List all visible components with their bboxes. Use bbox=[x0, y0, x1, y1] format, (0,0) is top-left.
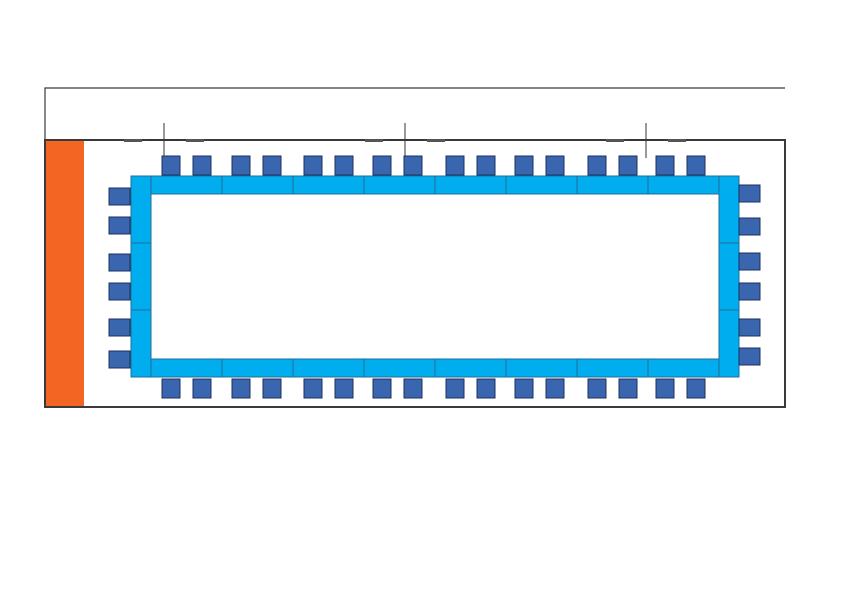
chair-bottom bbox=[403, 378, 423, 399]
chair-bottom bbox=[161, 378, 181, 399]
chair-left bbox=[108, 253, 131, 272]
table-top-segment bbox=[434, 175, 507, 195]
ceiling-light-3 bbox=[606, 123, 686, 158]
chair-left bbox=[108, 318, 131, 337]
chair-bottom bbox=[372, 378, 392, 399]
chair-top bbox=[231, 155, 251, 176]
chair-right bbox=[738, 184, 761, 203]
chair-left bbox=[108, 282, 131, 301]
table-bottom-segment bbox=[647, 358, 720, 378]
chair-bottom bbox=[686, 378, 706, 399]
chair-top bbox=[655, 155, 675, 176]
chair-top bbox=[445, 155, 465, 176]
table-top-segment bbox=[221, 175, 294, 195]
chair-top bbox=[303, 155, 323, 176]
accent-wall bbox=[46, 141, 84, 406]
chair-right bbox=[738, 347, 761, 366]
chair-bottom bbox=[476, 378, 496, 399]
table-left-segment bbox=[130, 242, 152, 311]
chair-top bbox=[161, 155, 181, 176]
table-top-segment bbox=[647, 175, 720, 195]
chair-bottom bbox=[231, 378, 251, 399]
table-right-segment bbox=[718, 175, 740, 244]
table-top-segment bbox=[292, 175, 365, 195]
table-bottom-segment bbox=[434, 358, 507, 378]
chair-bottom bbox=[655, 378, 675, 399]
chair-left bbox=[108, 216, 131, 235]
chair-bottom bbox=[587, 378, 607, 399]
table-top-segment bbox=[363, 175, 436, 195]
chair-right bbox=[738, 252, 761, 271]
table-left-segment bbox=[130, 309, 152, 378]
table-right-segment bbox=[718, 309, 740, 378]
table-bottom-segment bbox=[292, 358, 365, 378]
chair-top bbox=[476, 155, 496, 176]
chair-bottom bbox=[514, 378, 534, 399]
chair-bottom bbox=[303, 378, 323, 399]
chair-top bbox=[334, 155, 354, 176]
chair-right bbox=[738, 282, 761, 301]
chair-top bbox=[545, 155, 565, 176]
conference-tables bbox=[130, 175, 740, 378]
chair-top bbox=[618, 155, 638, 176]
chair-bottom bbox=[334, 378, 354, 399]
chair-top bbox=[372, 155, 392, 176]
chair-top bbox=[587, 155, 607, 176]
chair-top bbox=[262, 155, 282, 176]
table-bottom-segment bbox=[150, 358, 223, 378]
chair-bottom bbox=[618, 378, 638, 399]
ceiling-light-1 bbox=[124, 123, 204, 158]
table-bottom-segment bbox=[576, 358, 649, 378]
table-left-segment bbox=[130, 175, 152, 244]
table-bottom-segment bbox=[221, 358, 294, 378]
ceiling-light-2 bbox=[365, 123, 445, 158]
table-top-segment bbox=[505, 175, 578, 195]
table-top-segment bbox=[576, 175, 649, 195]
chair-bottom bbox=[445, 378, 465, 399]
chair-right bbox=[738, 217, 761, 236]
table-right-segment bbox=[718, 242, 740, 311]
table-top-segment bbox=[150, 175, 223, 195]
upper-room-outline bbox=[44, 87, 785, 141]
chair-bottom bbox=[262, 378, 282, 399]
chair-top bbox=[192, 155, 212, 176]
chair-bottom bbox=[192, 378, 212, 399]
chair-top bbox=[514, 155, 534, 176]
chair-left bbox=[108, 350, 131, 369]
chair-top bbox=[686, 155, 706, 176]
chairs bbox=[108, 155, 761, 399]
chair-bottom bbox=[545, 378, 565, 399]
table-bottom-segment bbox=[363, 358, 436, 378]
chair-top bbox=[403, 155, 423, 176]
table-bottom-segment bbox=[505, 358, 578, 378]
chair-right bbox=[738, 318, 761, 337]
chair-left bbox=[108, 187, 131, 206]
